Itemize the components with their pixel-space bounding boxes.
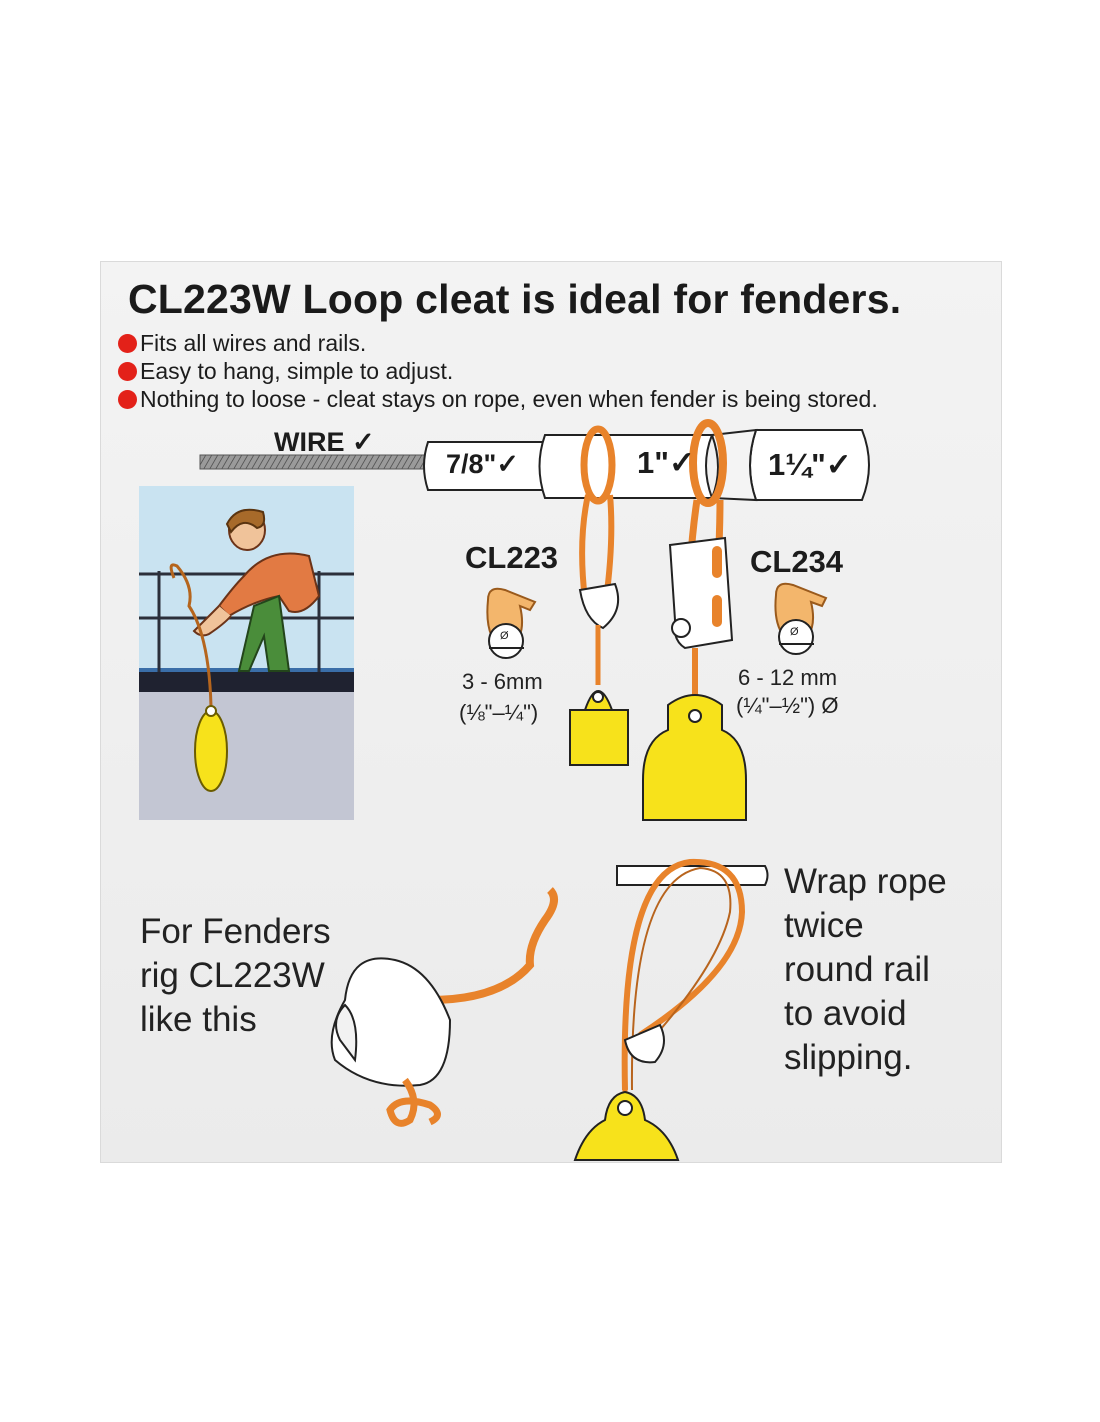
model-cl234: CL234: [750, 544, 844, 579]
red-dot-icon: [118, 334, 137, 353]
fender-rig-caption: For Fenders rig CL223W like this: [140, 912, 331, 1039]
cl223-rope-loop: [580, 425, 616, 505]
cl223-cleat: [578, 582, 619, 630]
cl223-fender: [569, 709, 629, 766]
cl234-diameter-icon: [774, 582, 828, 655]
cl223-range: 3 - 6mm: [462, 669, 543, 694]
cl223-diameter-icon: [486, 587, 537, 659]
diameter-symbol: Ø: [500, 630, 509, 642]
red-dot-icon: [118, 390, 137, 409]
wrap-caption: Wrap rope twice round rail to avoid slip…: [784, 862, 947, 1077]
wrap-rope-illustration: [573, 858, 769, 1161]
rail-size-1: 1"✓: [637, 445, 695, 480]
red-dot-icon: [118, 362, 137, 381]
sailor-rigging-fender-illustration: [139, 486, 354, 820]
cl223w-rig-illustration: [330, 887, 558, 1127]
page-title: CL223W Loop cleat is ideal for fenders.: [128, 276, 902, 322]
cl223-range-imperial: (⅛"–¼"): [459, 700, 539, 725]
wire-label: WIRE ✓: [274, 427, 375, 457]
model-cl223: CL223: [465, 540, 559, 575]
bullet-item: Fits all wires and rails.: [118, 330, 366, 357]
rail-size-1-1-4: 1¼"✓: [768, 447, 852, 482]
rail-size-7-8: 7/8"✓: [446, 449, 519, 479]
bullet-item: Easy to hang, simple to adjust.: [118, 358, 453, 385]
cl234-range-imperial: (¼"–½") Ø: [736, 693, 839, 718]
bullet-item: Nothing to loose - cleat stays on rope, …: [118, 386, 878, 413]
diameter-symbol: Ø: [790, 626, 799, 638]
cl234-rope-loop: [689, 419, 727, 507]
cl234-fender: [642, 694, 747, 821]
cl234-range: 6 - 12 mm: [738, 665, 838, 690]
